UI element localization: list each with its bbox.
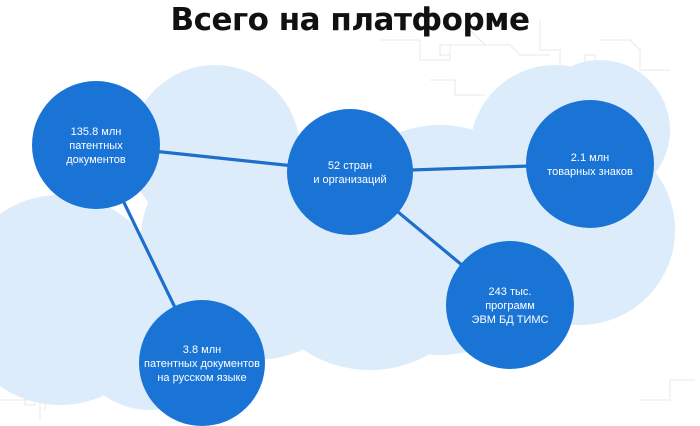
node-line: ЭВМ БД ТИМС (471, 314, 549, 326)
node-programs-circle (446, 241, 574, 369)
node-trademarks-label: 2.1 млн товарных знаков (530, 147, 650, 183)
node-programs-label: 243 тыс. программ ЭВМ БД ТИМС (450, 278, 570, 334)
node-line: на русском языке (157, 372, 247, 384)
node-patents-label: 135.8 млн патентных документов (36, 118, 156, 174)
node-patents-circle (32, 81, 160, 209)
node-russian-docs-circle (139, 300, 265, 426)
page-title: Всего на платформе (170, 2, 530, 38)
node-line: патентных документов (144, 358, 260, 370)
node-line: 2.1 млн (570, 152, 610, 164)
node-line: патентных (69, 140, 123, 152)
node-trademarks-circle (526, 100, 654, 228)
node-line: 3.8 млн (182, 344, 222, 356)
node-line: документов (66, 154, 126, 166)
node-line: и организаций (313, 174, 387, 186)
node-line: 135.8 млн (70, 126, 122, 138)
node-line: программ (485, 300, 535, 312)
node-line: 243 тыс. (488, 286, 532, 298)
node-countries-circle (287, 109, 413, 235)
node-countries-label: 52 стран и организаций (290, 155, 410, 191)
nodes (32, 81, 654, 426)
node-line: товарных знаков (547, 166, 633, 178)
node-russian-docs-label: 3.8 млн патентных документов на русском … (132, 336, 272, 392)
node-line: 52 стран (327, 160, 373, 172)
